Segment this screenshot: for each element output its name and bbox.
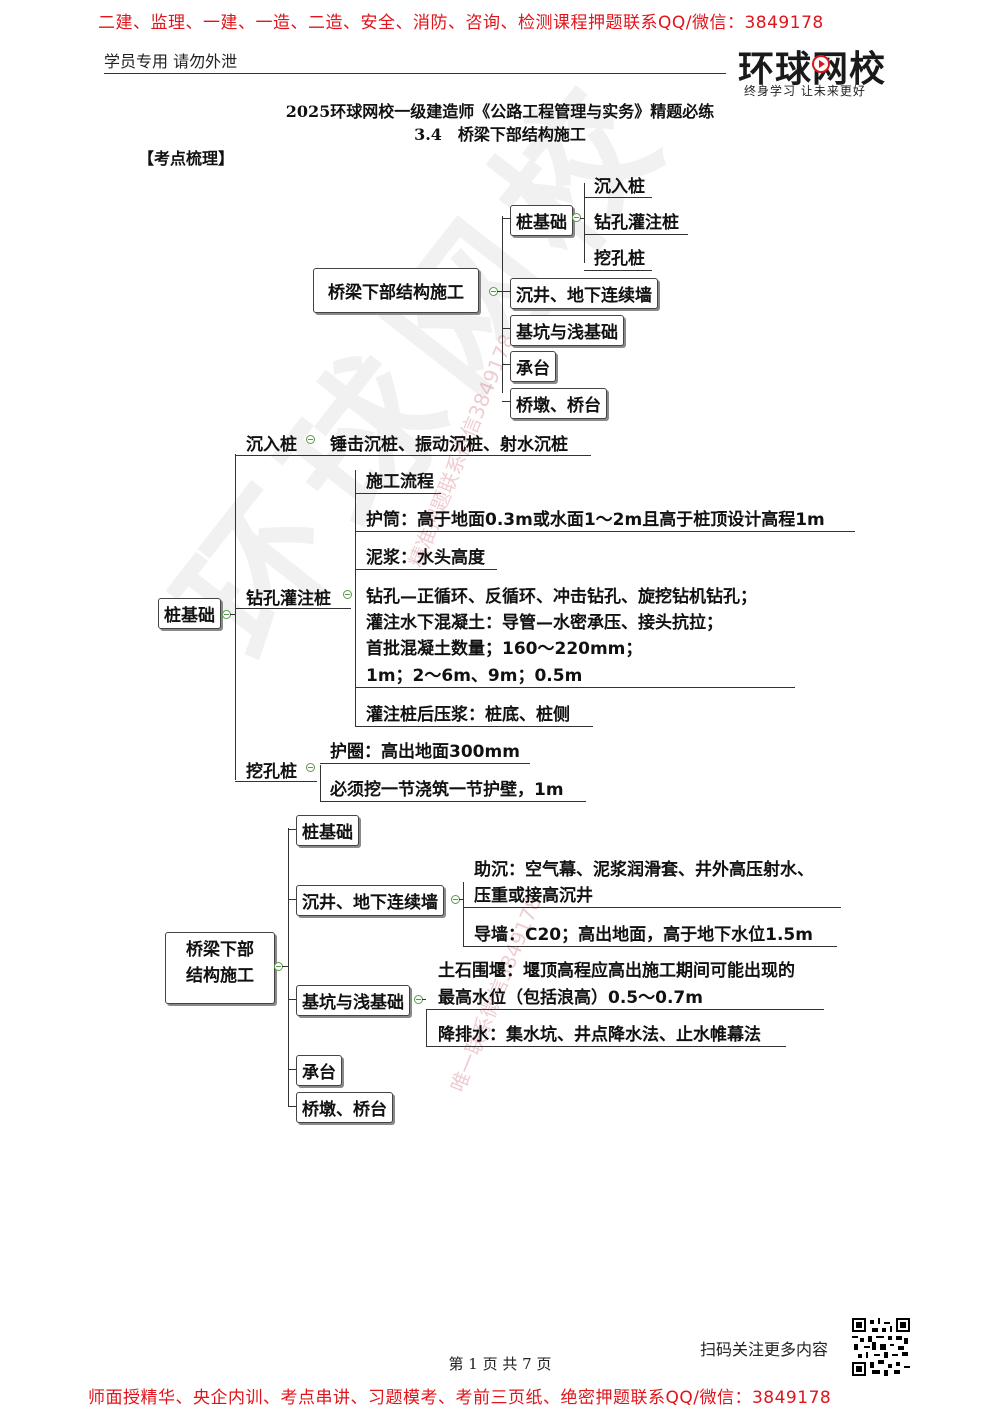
map3-root: 桥梁下部 结构施工 [165, 932, 275, 1004]
map1-child-cap: 承台 [510, 351, 556, 382]
map3-child-pile: 桩基础 [296, 815, 359, 846]
qr-caption: 扫码关注更多内容 [700, 1340, 829, 1359]
map3-child-pit: 基坑与浅基础 [296, 985, 410, 1016]
map3-caisson-item: 助沉：空气幕、泥浆润滑套、井外高压射水、 [474, 860, 814, 880]
map3-pit-item: 降排水：集水坑、井点降水法、止水帷幕法 [438, 1025, 761, 1045]
logo-text: 环球网校 [738, 49, 887, 90]
map3-child-pier: 桥墩、桥台 [296, 1092, 393, 1123]
map2-bored-item: 泥浆：水头高度 [366, 548, 485, 568]
qr-code-icon[interactable] [852, 1318, 910, 1376]
confidential-notice: 学员专用 请勿外泄 [104, 52, 238, 71]
map2-bored-item: 首批混凝土数量；160～220mm； [366, 639, 643, 659]
collapse-icon[interactable] [572, 213, 581, 222]
collapse-icon[interactable] [306, 763, 315, 772]
page-number: 第 1 页 共 7 页 [448, 1355, 552, 1373]
map2-dug-item: 必须挖一节浇筑一节护壁，1m [330, 780, 564, 800]
doc-title: 2025环球网校一级建造师《公路工程管理与实务》精题必练 [285, 102, 715, 121]
map2-bored-item: 护筒：高于地面0.3m或水面1～2m且高于桩顶设计高程1m [366, 510, 825, 530]
map3-pit-item: 土石围堰：堰顶高程应高出施工期间可能出现的 [438, 961, 795, 981]
section-title: 3.4 桥梁下部结构施工 [414, 125, 586, 144]
map1-child-pile: 桩基础 [510, 205, 573, 236]
map2-bored-item: 1m；2～6m、9m；0.5m [366, 666, 583, 686]
collapse-icon[interactable] [306, 435, 315, 444]
map3-caisson-item: 导墙：C20；高出地面，高于地下水位1.5m [474, 925, 813, 945]
map2-bored-item: 钻孔—正循环、反循环、冲击钻孔、旋挖钻机钻孔； [366, 587, 757, 607]
bottom-banner: 师面授精华、央企内训、考点串讲、习题模考、考前三页纸、绝密押题联系QQ/微信：3… [88, 1388, 832, 1408]
key-points-tag: 【考点梳理】 [138, 149, 235, 168]
map2-sink-text: 锤击沉桩、振动沉桩、射水沉桩 [330, 435, 568, 455]
map2-root: 桩基础 [158, 598, 221, 629]
logo: 环球网校 终身学习 让未来更好 [738, 40, 918, 98]
logo-slogan: 终身学习 让未来更好 [744, 84, 866, 98]
map3-caisson-item: 压重或接高沉井 [474, 886, 593, 906]
map3-root-line1: 桥梁下部 [186, 940, 254, 960]
map1-pile-type-bored: 钻孔灌注桩 [594, 213, 679, 233]
map1-child-pit: 基坑与浅基础 [510, 315, 624, 346]
map2-bored-item: 施工流程 [366, 472, 434, 492]
map3-root-line2: 结构施工 [186, 966, 254, 986]
map1-child-pier: 桥墩、桥台 [510, 388, 607, 419]
map2-dug-label: 挖孔桩 [246, 762, 297, 782]
map2-sink-label: 沉入桩 [246, 435, 297, 455]
map2-bored-label: 钻孔灌注桩 [246, 589, 331, 609]
top-banner: 二建、监理、一建、一造、二造、安全、消防、咨询、检测课程押题联系QQ/微信：38… [98, 13, 824, 33]
map1-pile-type-sink: 沉入桩 [594, 177, 645, 197]
map1-pile-type-dug: 挖孔桩 [594, 249, 645, 269]
map2-dug-item: 护圈：高出地面300mm [330, 742, 520, 762]
map3-child-cap: 承台 [296, 1055, 342, 1086]
logo-play-icon [812, 55, 830, 73]
map1-child-caisson: 沉井、地下连续墙 [510, 278, 658, 309]
map1-root: 桥梁下部结构施工 [313, 268, 479, 313]
header-rule [104, 73, 726, 74]
map2-bored-item: 灌注桩后压浆：桩底、桩侧 [366, 705, 570, 725]
map3-pit-item: 最高水位（包括浪高）0.5～0.7m [438, 988, 703, 1008]
map3-child-caisson: 沉井、地下连续墙 [296, 885, 444, 916]
collapse-icon[interactable] [343, 590, 352, 599]
map2-bored-item: 灌注水下混凝土：导管—水密承压、接头抗拉； [366, 613, 723, 633]
